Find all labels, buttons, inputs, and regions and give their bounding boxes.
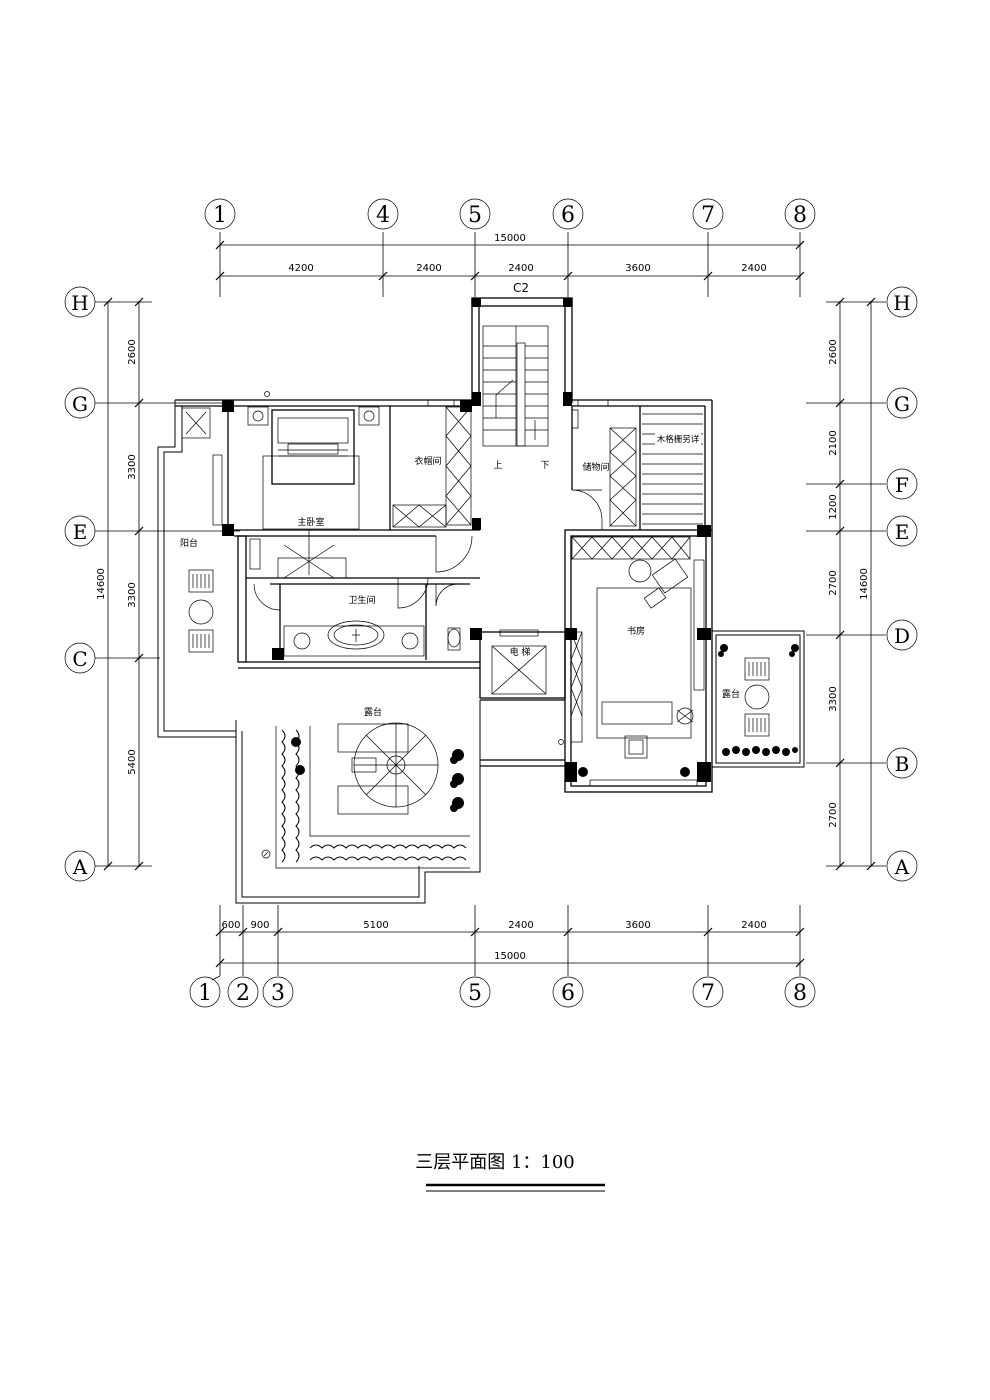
right-terrace-furniture bbox=[578, 644, 799, 777]
bottom-axis-label-7: 7 bbox=[701, 981, 715, 1006]
right-terrace-label: 露台 bbox=[722, 688, 740, 700]
balcony-furniture bbox=[188, 569, 214, 653]
right-dimension-3: 1200 bbox=[828, 494, 839, 519]
study-room bbox=[589, 558, 705, 787]
top-total-dimension: 15000 bbox=[494, 233, 526, 244]
storage-room bbox=[571, 399, 641, 530]
right-dimension-5: 3300 bbox=[828, 686, 839, 711]
right-axis-label-a: A bbox=[894, 855, 910, 879]
bottom-dimension-3: 5100 bbox=[363, 920, 388, 931]
top-axis-label-7: 7 bbox=[701, 203, 715, 228]
right-axis-label-h: H bbox=[893, 291, 910, 315]
left-dimension-1: 2600 bbox=[127, 339, 138, 364]
top-dimension-2: 2400 bbox=[416, 263, 441, 274]
left-axis-label-a: A bbox=[72, 855, 88, 879]
top-dimension-lines bbox=[215, 232, 805, 297]
bathroom bbox=[237, 535, 480, 669]
left-dimension-lines bbox=[95, 297, 240, 871]
bottom-axis-label-3: 3 bbox=[271, 981, 285, 1006]
wood-grille bbox=[642, 413, 703, 525]
elevator-label: 电 梯 bbox=[510, 646, 531, 658]
bathroom-label: 卫生间 bbox=[348, 594, 375, 606]
bottom-dimension-2: 900 bbox=[250, 920, 269, 931]
right-axis-label-f: F bbox=[895, 473, 909, 497]
right-axis-bubbles bbox=[886, 286, 918, 882]
corridor-cabinet bbox=[571, 536, 691, 560]
left-dimension-3: 3300 bbox=[127, 582, 138, 607]
bottom-axis-label-1: 1 bbox=[198, 981, 212, 1006]
left-dimension-4: 5400 bbox=[127, 749, 138, 774]
closet-label: 衣帽间 bbox=[414, 455, 441, 467]
balcony-label: 阳台 bbox=[180, 537, 198, 549]
right-dimension-1: 2600 bbox=[828, 339, 839, 364]
master-bedroom-label: 主卧室 bbox=[297, 516, 324, 528]
wood-grille-note: 木格栅另详 bbox=[657, 434, 700, 445]
top-dimension-5: 2400 bbox=[741, 263, 766, 274]
top-axis-label-6: 6 bbox=[561, 203, 575, 228]
right-axis-label-b: B bbox=[895, 752, 910, 776]
top-dimension-1: 4200 bbox=[288, 263, 313, 274]
top-axis-bubbles bbox=[204, 198, 816, 230]
top-dimension-4: 3600 bbox=[625, 263, 650, 274]
master-bedroom bbox=[181, 391, 480, 579]
stair-down-label: 下 bbox=[540, 461, 549, 471]
left-terrace bbox=[261, 722, 481, 869]
stair-up-label: 上 bbox=[493, 460, 502, 471]
top-axis-label-8: 8 bbox=[793, 203, 807, 228]
bottom-dimension-1: 600 bbox=[221, 920, 240, 931]
right-dimension-2: 2100 bbox=[828, 430, 839, 455]
left-axis-label-g: G bbox=[72, 392, 88, 416]
left-total-dimension: 14600 bbox=[96, 568, 107, 600]
right-axis-label-e: E bbox=[895, 520, 910, 544]
storage-label: 储物间 bbox=[582, 461, 609, 473]
bottom-dimension-6: 2400 bbox=[741, 920, 766, 931]
right-dimension-lines bbox=[806, 297, 886, 871]
bottom-total-dimension: 15000 bbox=[494, 951, 526, 962]
bottom-axis-label-6: 6 bbox=[561, 981, 575, 1006]
stair bbox=[482, 325, 549, 447]
left-axis-label-h: H bbox=[71, 291, 88, 315]
elevator bbox=[479, 629, 583, 745]
title-underline bbox=[426, 1183, 605, 1192]
right-axis-label-d: D bbox=[894, 624, 910, 648]
bottom-axis-bubbles bbox=[189, 975, 816, 1008]
left-axis-bubbles bbox=[64, 286, 96, 882]
right-axis-label-g: G bbox=[894, 392, 910, 416]
right-total-dimension: 14600 bbox=[859, 568, 870, 600]
right-dimension-4: 2700 bbox=[828, 570, 839, 595]
bottom-axis-label-5: 5 bbox=[468, 981, 482, 1006]
left-dimension-2: 3300 bbox=[127, 454, 138, 479]
top-axis-label-4: 4 bbox=[376, 203, 390, 228]
top-dimension-3: 2400 bbox=[508, 263, 533, 274]
top-axis-label-1: 1 bbox=[213, 203, 227, 228]
bottom-axis-label-2: 2 bbox=[236, 981, 250, 1006]
left-axis-label-c: C bbox=[72, 647, 87, 671]
bottom-axis-label-8: 8 bbox=[793, 981, 807, 1006]
study-label: 书房 bbox=[627, 625, 645, 637]
exterior-walls bbox=[157, 297, 805, 904]
window-tag-c2: C2 bbox=[513, 281, 529, 295]
bottom-dimension-5: 3600 bbox=[625, 920, 650, 931]
left-axis-label-e: E bbox=[73, 520, 88, 544]
left-terrace-label: 露台 bbox=[364, 706, 382, 718]
structural-columns bbox=[222, 298, 711, 782]
drawing-title: 三层平面图 1：100 bbox=[415, 1152, 575, 1173]
right-dimension-6: 2700 bbox=[828, 802, 839, 827]
top-axis-label-5: 5 bbox=[468, 203, 482, 228]
bottom-dimension-4: 2400 bbox=[508, 920, 533, 931]
bottom-dimension-lines bbox=[215, 905, 805, 976]
closet bbox=[392, 399, 472, 528]
